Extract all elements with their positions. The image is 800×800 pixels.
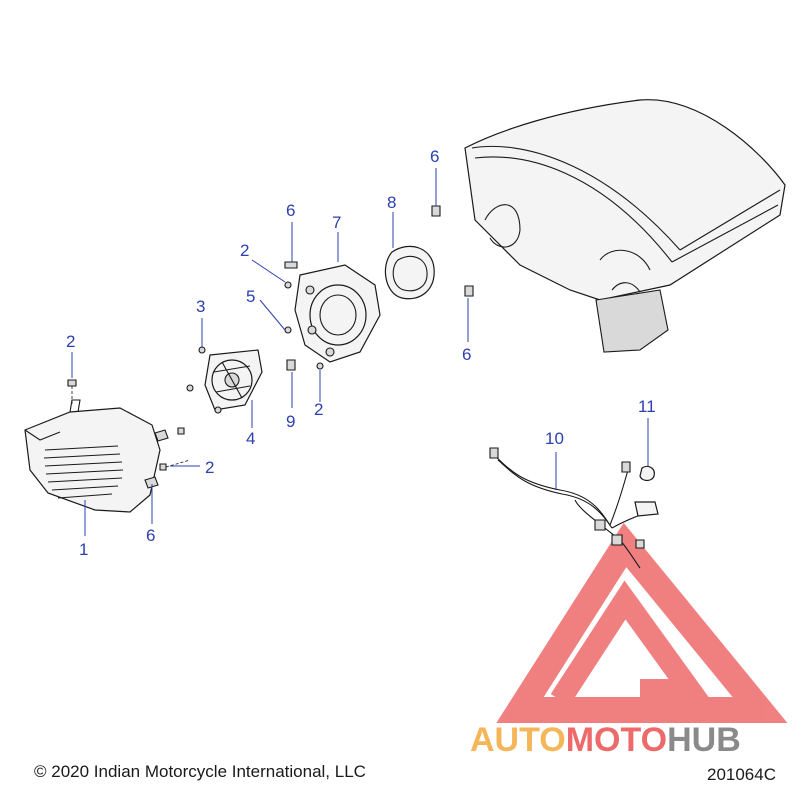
callout-10: 10	[545, 429, 564, 448]
watermark-text-moto: MOTO	[566, 721, 667, 759]
callout-6-cowl: 6	[146, 526, 155, 545]
part-wiring-harness	[489, 447, 659, 569]
clip-lower	[464, 285, 474, 297]
callout-2-upper: 2	[240, 241, 249, 260]
part-lower-cowl	[24, 399, 161, 513]
shroud-fasteners	[284, 261, 324, 371]
watermark-logo	[496, 522, 788, 723]
cowl-grille	[43, 445, 124, 499]
callout-2-cowl-top: 2	[66, 332, 75, 351]
harness-grommet	[639, 465, 655, 482]
callout-2-cowl-side: 2	[205, 458, 214, 477]
watermark-text-hub: HUB	[667, 721, 741, 759]
cowl-fasteners	[67, 379, 191, 489]
watermark-triangle-outer	[496, 522, 788, 723]
part-gasket	[384, 245, 435, 300]
diagram-code: 201064C	[706, 765, 776, 784]
watermark-text-auto: AUTO	[470, 721, 566, 759]
callout-11: 11	[638, 397, 656, 416]
callout-3: 3	[196, 297, 205, 316]
callout-6-bracket: 6	[286, 201, 295, 220]
part-fan	[186, 346, 263, 414]
callout-7: 7	[332, 213, 341, 232]
callout-8: 8	[387, 193, 396, 212]
callout-2-shroud: 2	[314, 400, 323, 419]
copyright-text: © 2020 Indian Motorcycle International, …	[34, 762, 366, 781]
watermark-inner-stroke	[550, 580, 712, 706]
callout-9: 9	[286, 412, 295, 431]
callout-6-mid: 6	[462, 345, 471, 364]
part-housing	[464, 99, 786, 353]
part-shroud-bracket	[294, 264, 381, 363]
watermark-text: AUTOMOTOHUB	[470, 721, 741, 759]
clip-upper	[431, 205, 441, 217]
callout-4: 4	[246, 429, 255, 448]
leader-lines	[71, 168, 649, 536]
callout-1: 1	[79, 540, 88, 559]
callout-6-top: 6	[430, 147, 439, 166]
callout-5: 5	[246, 287, 255, 306]
